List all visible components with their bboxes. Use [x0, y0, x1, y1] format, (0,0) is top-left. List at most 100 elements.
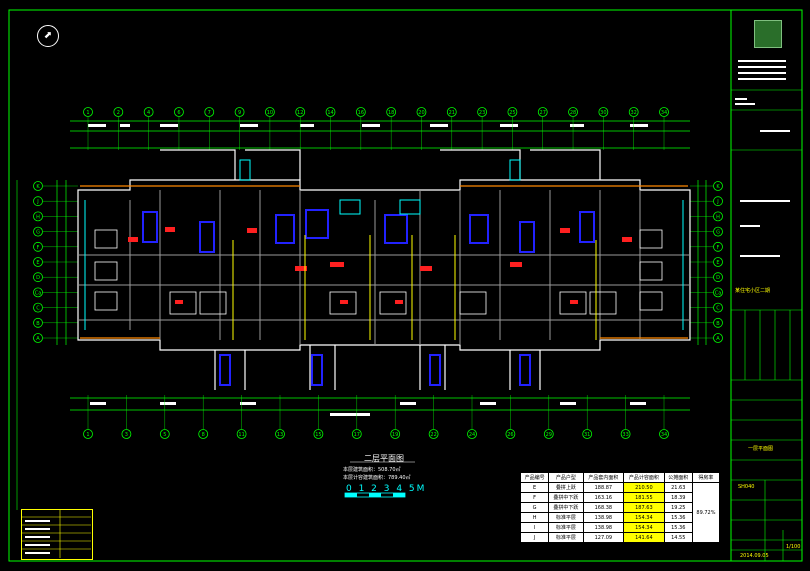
- axis-bubble-right: B: [713, 317, 723, 328]
- legend-lines: [21, 509, 91, 558]
- axis-label: 8: [202, 432, 205, 438]
- table-cell: 181.55: [623, 492, 665, 503]
- yellow-elements: [232, 235, 597, 340]
- title-block-lines: [731, 89, 802, 561]
- title-block-frame: [730, 9, 803, 562]
- table-header-row: 产品编号 产品户型 产品套内面积 产品计容面积 公摊面积 得房率: [519, 472, 721, 483]
- axis-label: 32: [630, 110, 636, 116]
- column-header: 产品户型: [548, 472, 584, 483]
- bottom-dimension-labels: [90, 402, 646, 416]
- axis-label: Ca: [715, 290, 722, 296]
- furniture-fixtures: [94, 229, 663, 315]
- axis-label: B: [36, 321, 40, 327]
- table-cell: 141.64: [623, 532, 665, 543]
- top-dimension-lines: [70, 120, 690, 149]
- axis-label: 10: [267, 110, 273, 116]
- table-cell: J: [519, 532, 550, 543]
- axis-label: A: [36, 336, 40, 342]
- red-elements: [128, 227, 632, 304]
- table-cell: 138.98: [582, 522, 625, 533]
- table-cell: G: [519, 502, 550, 513]
- axis-bubble-top: 6: [174, 107, 184, 117]
- orange-elements: [80, 185, 688, 339]
- table-cell: 18.39: [663, 492, 693, 503]
- vertical-grid-lines: [87, 117, 665, 429]
- bottom-dimension-lines: [70, 397, 690, 411]
- axis-label: H: [36, 214, 40, 220]
- axis-bubble-left: J: [33, 196, 43, 207]
- axis-bubble-left: C: [33, 302, 43, 313]
- axis-label: A: [716, 336, 720, 342]
- axis-label: 27: [540, 110, 546, 116]
- axis-label: 29: [546, 432, 552, 438]
- legend-marks: [25, 520, 50, 554]
- axis-bubble-top: 18: [386, 107, 397, 117]
- axis-label: 28: [570, 110, 576, 116]
- axis-label: 18: [388, 110, 394, 116]
- axis-label: 24: [469, 432, 475, 438]
- axis-label: 23: [479, 110, 485, 116]
- axis-bubble-bottom: 1: [83, 429, 93, 439]
- axis-label: E: [716, 260, 719, 266]
- axis-bubble-top: 16: [355, 107, 366, 117]
- axis-bubble-bottom: 19: [390, 429, 401, 439]
- axis-label: 34: [661, 432, 667, 438]
- axis-label: F: [37, 245, 40, 251]
- axis-bubble-top: 34: [659, 107, 669, 117]
- axis-bubble-left: B: [33, 317, 43, 328]
- axis-label: F: [717, 245, 720, 251]
- axis-label: J: [716, 199, 718, 205]
- floor-area-line: 本层计容建筑面积：789.40㎡: [343, 475, 411, 481]
- building-walls: [77, 149, 691, 390]
- axis-bubble-top: 14: [325, 107, 336, 117]
- axis-bubble-left: E: [33, 257, 43, 267]
- axis-bubble-left: A: [33, 333, 43, 343]
- axis-bubble-bottom: 34: [659, 429, 669, 439]
- axis-label: 14: [327, 110, 333, 116]
- table-cell: 标准平层: [548, 522, 584, 533]
- axis-label: 6: [177, 110, 180, 116]
- axis-label: 13: [277, 432, 283, 438]
- drawing-name: 一层平面图: [748, 446, 774, 452]
- scale-bar: [344, 461, 415, 498]
- table-cell: 138.98: [582, 512, 625, 523]
- axis-label: 30: [600, 110, 606, 116]
- table-cell: 127.09: [582, 532, 625, 543]
- table-row: J 标准平层 127.09 141.64 14.55: [519, 532, 720, 543]
- axis-bubble-top: 30: [598, 107, 609, 117]
- date-value: 2014.09.05: [740, 553, 769, 559]
- table-cell: 叠拼中下跃: [548, 492, 584, 503]
- axis-bubble-bottom: 5: [159, 429, 170, 439]
- axis-label: 31: [584, 432, 590, 438]
- axis-bubble-bottom: 22: [428, 429, 439, 439]
- axis-bubble-top: 9: [234, 107, 245, 117]
- axis-bubble-bottom: 15: [313, 429, 324, 439]
- axis-label: 22: [430, 432, 436, 438]
- table-cell: 21.63: [663, 482, 693, 493]
- axis-label: 19: [392, 432, 398, 438]
- table-cell: 叠拼上跃: [548, 482, 584, 493]
- table-cell: H: [519, 512, 550, 523]
- axis-label: 2: [117, 110, 120, 116]
- axis-bubble-bottom: 29: [543, 429, 554, 439]
- axis-bubble-top: 32: [628, 107, 639, 117]
- axis-bubble-bottom: 3: [121, 429, 132, 439]
- axis-label: C: [716, 306, 720, 312]
- axis-bubble-top: 21: [446, 107, 457, 117]
- legend-box: [21, 509, 93, 560]
- ratio-cell: 89.72%: [691, 482, 721, 543]
- sheet-number: SH040: [738, 484, 755, 490]
- axis-bubble-bottom: 13: [275, 429, 285, 439]
- table-cell: 标准平层: [548, 512, 584, 523]
- blue-elements: [142, 209, 595, 386]
- interior-walls: [78, 190, 690, 345]
- floor-area-line: 本层建筑面积：508.70㎡: [343, 467, 401, 473]
- axis-bubble-top: 2: [113, 107, 124, 117]
- horizontal-grid-lines: [43, 185, 713, 339]
- axis-label: K: [36, 184, 40, 190]
- table-row: G 叠拼中下跃 168.38 187.63 19.25: [519, 502, 720, 513]
- axis-bubble-left: F: [33, 241, 43, 252]
